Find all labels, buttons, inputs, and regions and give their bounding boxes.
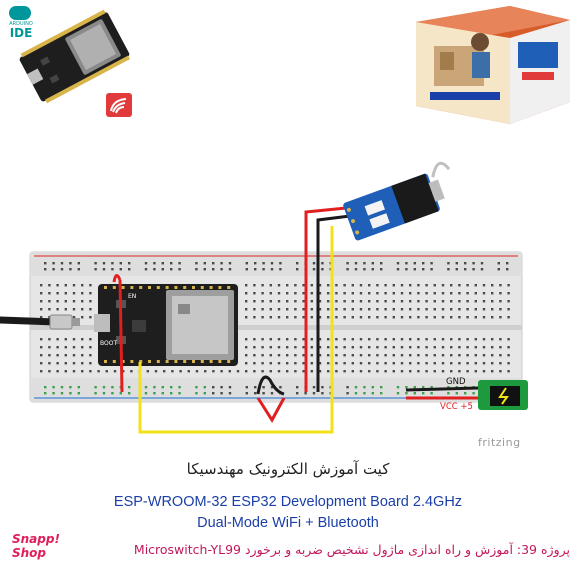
usb-plug	[49, 314, 73, 330]
shop-logo-line2: Shop	[12, 546, 47, 560]
esp32-board-photo	[19, 9, 131, 104]
gnd-jumper-wire	[256, 375, 285, 396]
board-title-english: ESP-WROOM-32 ESP32 Development Board 2.4…	[113, 494, 463, 510]
microswitch-module	[343, 161, 451, 241]
vcc-jumper-wire	[256, 397, 286, 423]
gnd-label: GND	[446, 377, 466, 387]
board-vcc-wire	[118, 279, 124, 393]
arduino-ide-logo: ARDUINO IDE	[6, 6, 36, 46]
module-vcc-wire	[304, 206, 347, 392]
fritzing-watermark: fritzing	[478, 436, 521, 449]
arduino-ide-text: IDE	[9, 26, 33, 40]
esp32-board: EN BOOT	[94, 284, 238, 366]
kit-title-persian: کیت آموزش الکترونیک مهندسیکا	[186, 460, 390, 478]
boot-label: BOOT	[100, 340, 117, 347]
snapp-shop-logo: Snapp! Shop	[12, 532, 60, 572]
usb-cable	[0, 316, 60, 326]
supply-gnd-wire	[405, 386, 479, 392]
arduino-infinity-icon	[9, 6, 31, 20]
shop-logo-line1: Snapp!	[12, 532, 60, 546]
espressif-logo-icon	[106, 93, 132, 117]
wiring-diagram: EN BOOT GND VCC +5	[0, 161, 528, 434]
breadboard-holes	[40, 284, 510, 373]
board-subtitle-english: Dual-Mode WiFi + Bluetooth	[197, 515, 379, 531]
project-title-persian: پروژه 39: آموزش و راه اندازی ماژول تشخیص…	[133, 542, 570, 557]
arduino-logo-text: ARDUINO	[9, 21, 33, 27]
signal-wire-yellow	[138, 226, 334, 434]
power-supply-jack	[478, 380, 528, 410]
module-gnd-wire	[316, 214, 351, 392]
en-label: EN	[128, 293, 136, 300]
kit-box-photo	[416, 6, 570, 124]
vcc-label: VCC +5	[440, 402, 473, 412]
